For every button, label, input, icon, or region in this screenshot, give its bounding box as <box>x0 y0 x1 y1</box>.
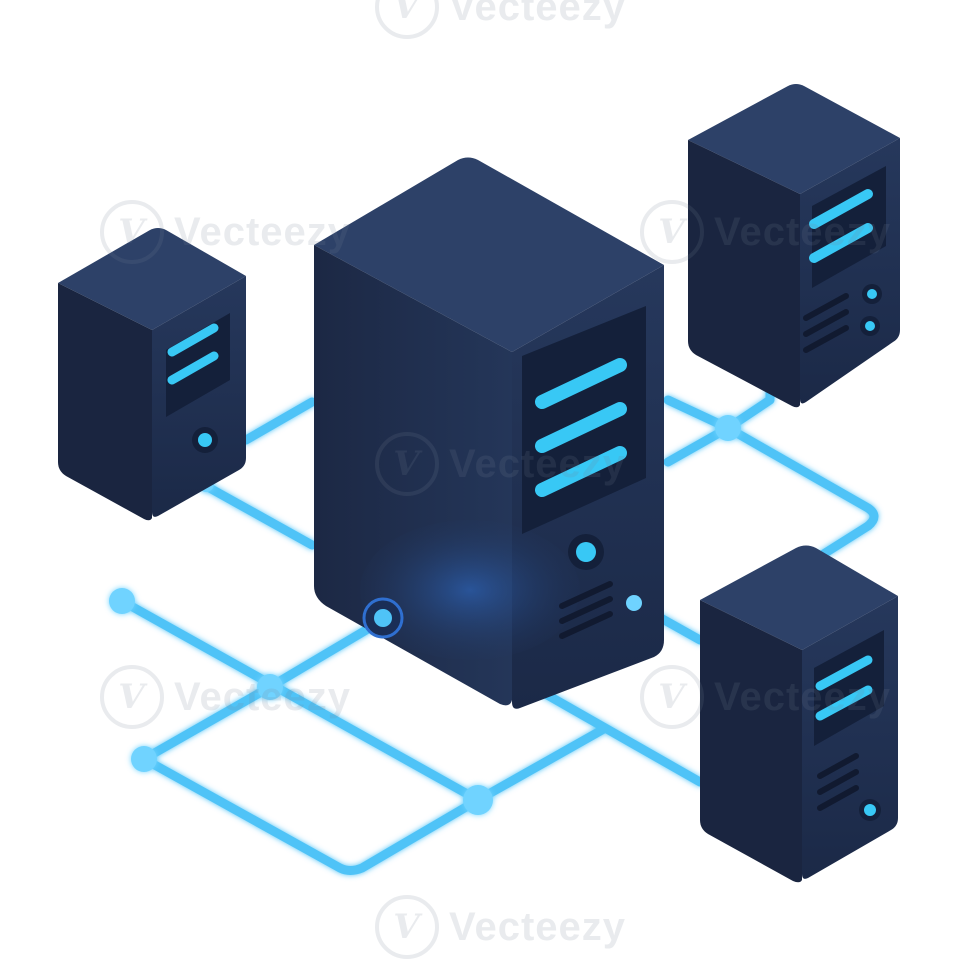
server-main-top <box>314 157 664 352</box>
server-bottom-right-led <box>864 804 876 816</box>
server-main-vent <box>559 581 613 639</box>
server-left-top <box>58 228 246 330</box>
network-node-icon <box>131 746 157 772</box>
server-left-slot <box>167 323 219 357</box>
cable-grid-to-main <box>265 615 388 692</box>
server-main-slot <box>535 358 627 409</box>
network-node-icon <box>109 588 135 614</box>
network-node-icon <box>715 415 741 441</box>
cable-right-loop <box>723 423 879 560</box>
cable-grid-left-edge <box>139 682 275 764</box>
server-left <box>58 228 246 521</box>
server-bottom-right-side <box>700 600 802 883</box>
server-main-glow <box>360 520 580 660</box>
server-top-right-top <box>688 84 900 194</box>
server-bottom-right-slot <box>815 685 873 721</box>
server-top-right-side <box>688 140 800 408</box>
network-node-icon <box>463 785 493 815</box>
server-bottom-right-top <box>700 545 898 650</box>
network-node-icon <box>257 674 283 700</box>
server-left-power-light <box>198 433 212 447</box>
server-top-right <box>688 84 900 408</box>
server-main-side-port-light <box>626 595 642 611</box>
server-top-right-led <box>865 321 875 331</box>
cable-left-lower <box>201 481 317 550</box>
cable-main-bottom <box>523 679 705 787</box>
server-main <box>314 157 664 709</box>
server-bottom-right <box>700 545 898 883</box>
server-main-power-light <box>576 542 596 562</box>
server-bottom-right-slot <box>815 655 873 691</box>
cable-grid-diag-bottom <box>139 754 483 875</box>
cable-grid-diag-top <box>117 596 483 805</box>
server-top-right-led <box>867 289 877 299</box>
cable-left-upper <box>241 397 317 445</box>
cable-grid-bottom-right <box>473 725 607 805</box>
server-top-right-slot <box>809 189 873 229</box>
server-left-slot <box>167 351 219 385</box>
server-top-right-slot <box>809 223 873 263</box>
server-bottom-right-vent <box>817 753 859 811</box>
server-main-slot <box>535 402 627 453</box>
server-top-right-vent <box>803 293 849 353</box>
server-main-port-light <box>374 609 392 627</box>
server-left-side <box>58 283 152 521</box>
server-main-slot <box>535 446 627 497</box>
